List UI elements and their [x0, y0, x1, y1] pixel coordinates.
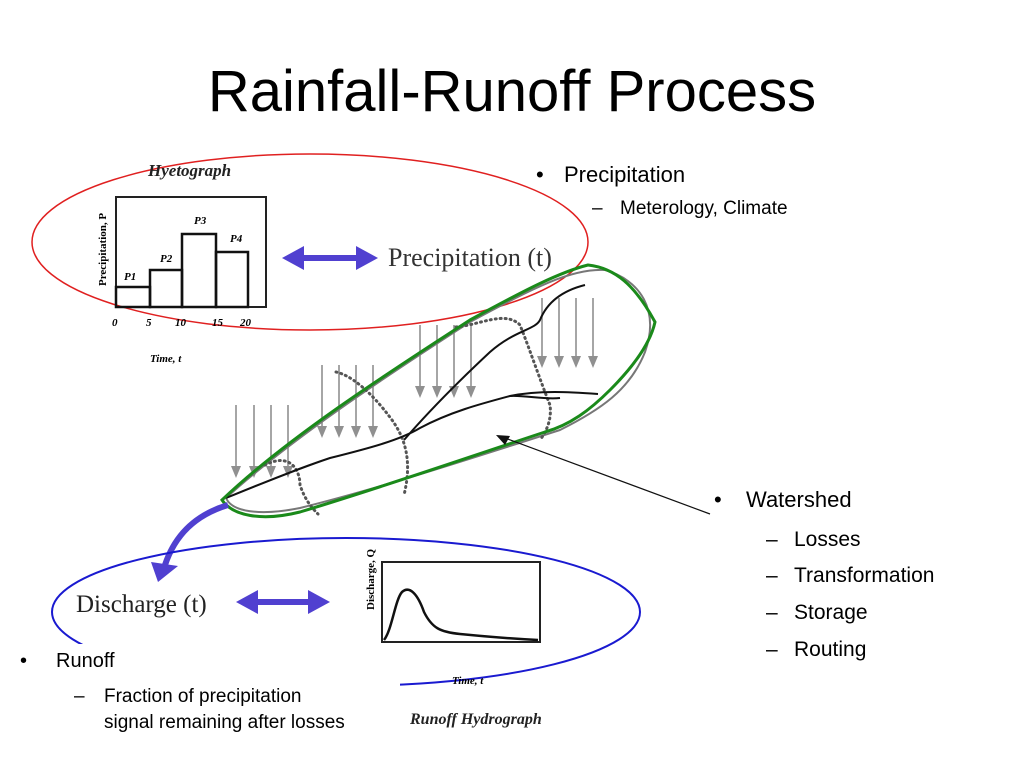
hyetograph-title: Hyetograph — [147, 161, 231, 180]
bullet-dot: • — [536, 162, 544, 187]
runoff-sub: –Fraction of precipitation signal remain… — [74, 684, 345, 736]
runoff-curve — [382, 588, 539, 642]
tick-5: 5 — [146, 317, 152, 329]
slide-title: Rainfall-Runoff Process — [207, 59, 817, 124]
discharge-label: Discharge (t) — [76, 591, 207, 618]
bar-label-p4: P4 — [230, 233, 243, 245]
runoff-bullet: • Runoff — [20, 650, 115, 673]
stream-network — [225, 284, 599, 499]
bullet-dot: • — [714, 487, 722, 512]
precip-label: Precipitation (t) — [388, 243, 552, 272]
sub-dash: – — [766, 564, 778, 587]
runoff-title: Runoff Hydrograph — [409, 711, 542, 728]
runoff-sub-line1: –Fraction of precipitation — [74, 684, 345, 710]
precipitation-bullet-text: Precipitation — [564, 162, 686, 187]
runoff-ylabel: Discharge, Q — [365, 548, 377, 610]
tick-0: 0 — [112, 317, 118, 329]
bar-label-p3: P3 — [194, 215, 207, 227]
watershed-sub-text: Transformation — [794, 564, 935, 587]
outflow-arrowhead — [151, 562, 178, 582]
tick-15: 15 — [212, 317, 224, 329]
watershed-pointer-head — [496, 435, 510, 445]
rain-arrows — [231, 298, 598, 478]
precipitation-sub: –Meterology, Climate — [592, 198, 788, 220]
runoff-bullet-text: Runoff — [56, 650, 115, 672]
precipitation-bullet: • Precipitation — [536, 162, 685, 188]
watershed-sub-transformation: –Transformation — [766, 564, 934, 588]
watershed-sub-text: Storage — [794, 601, 868, 624]
watershed-sub-routing: –Routing — [766, 638, 866, 662]
sub-dash: – — [766, 601, 778, 624]
discharge-double-arrow — [236, 590, 330, 614]
sub-dash: – — [766, 638, 778, 661]
sub-dash: – — [74, 686, 85, 707]
subbasin-boundaries — [263, 316, 552, 516]
watershed-outline — [220, 263, 657, 519]
sub-dash: – — [766, 528, 778, 551]
precipitation-sub-text: Meterology, Climate — [620, 198, 788, 219]
bullet-dot: • — [20, 650, 28, 672]
red-ellipse — [31, 153, 589, 331]
watershed-sub-text: Routing — [794, 638, 867, 661]
bar-label-p1: P1 — [124, 271, 136, 283]
bar-p1 — [114, 285, 152, 309]
hyetograph-xlabel: Time, t — [150, 353, 182, 365]
outflow-arrow — [162, 502, 229, 566]
sub-dash: – — [592, 198, 603, 219]
tick-10: 10 — [175, 317, 187, 329]
bar-p4 — [214, 250, 250, 309]
runoff-xlabel: Time, t — [452, 675, 484, 687]
runoff-sub-line1-text: Fraction of precipitation — [104, 686, 302, 707]
watershed-sub-losses: –Losses — [766, 528, 861, 552]
watershed-pointer — [504, 437, 711, 515]
watershed-bullet: • Watershed — [714, 487, 852, 513]
runoff-sub-line2: signal remaining after losses — [74, 710, 345, 736]
runoff-sub-line2-text: signal remaining after losses — [104, 712, 345, 733]
runoff-frame — [381, 561, 541, 643]
precip-double-arrow — [282, 246, 378, 270]
rain-group-4 — [537, 298, 598, 368]
runoff-text-mask — [0, 644, 400, 740]
bar-p3 — [180, 232, 218, 309]
hyetograph-bars — [114, 232, 250, 309]
tick-20: 20 — [239, 317, 252, 329]
watershed-bullet-text: Watershed — [746, 487, 852, 512]
bar-label-p2: P2 — [160, 253, 173, 265]
hyetograph-ylabel: Precipitation, P — [97, 213, 109, 286]
bar-p2 — [148, 268, 184, 309]
watershed-sub-storage: –Storage — [766, 601, 868, 625]
rain-group-2 — [317, 365, 378, 438]
rain-group-3 — [415, 325, 476, 398]
watershed-sub-text: Losses — [794, 528, 861, 551]
